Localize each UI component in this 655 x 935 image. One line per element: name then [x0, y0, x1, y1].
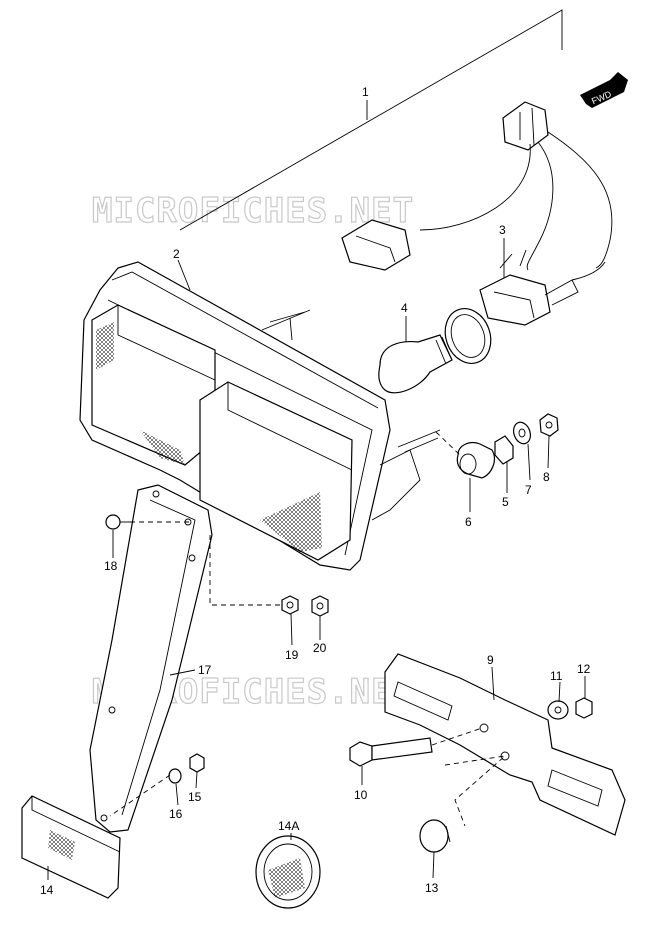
callout-6: 6 [465, 515, 472, 529]
washer-16 [168, 768, 182, 784]
callout-20: 20 [313, 641, 327, 655]
callout-labels: 1 2 3 4 5 6 7 8 9 10 11 12 13 14 14A 15 … [40, 85, 591, 897]
assembly-bracket [179, 9, 563, 231]
callout-16: 16 [169, 807, 183, 821]
callout-14a: 14A [278, 819, 299, 833]
wiring-harness [341, 101, 613, 326]
callout-4: 4 [401, 301, 408, 315]
cap [419, 819, 451, 853]
callout-13: 13 [425, 881, 439, 895]
license-bracket [384, 653, 626, 836]
callout-12: 12 [577, 662, 591, 676]
callout-9: 9 [487, 653, 494, 667]
plug [255, 835, 321, 909]
watermark-top: MICROFICHES.NET [92, 191, 414, 231]
nut [539, 413, 559, 437]
fwd-arrow-icon: FWD [580, 72, 628, 108]
callout-2: 2 [173, 247, 180, 261]
assembly-lines [109, 431, 507, 827]
bulb [378, 308, 492, 394]
leader-lines [47, 100, 586, 880]
callout-7: 7 [525, 483, 532, 497]
nut-20 [311, 595, 329, 617]
callout-14: 14 [40, 883, 54, 897]
callout-3: 3 [499, 223, 506, 237]
nut-19 [281, 595, 299, 615]
callout-19: 19 [285, 648, 299, 662]
washer [512, 421, 532, 445]
screw [105, 514, 130, 530]
collar [494, 435, 514, 465]
callout-17: 17 [198, 663, 212, 677]
nut-12 [575, 697, 593, 719]
callout-5: 5 [502, 495, 509, 509]
bolt [349, 737, 433, 767]
callout-8: 8 [543, 470, 550, 484]
taillight-housing [79, 261, 441, 571]
washer-11 [547, 700, 569, 720]
callout-18: 18 [104, 559, 118, 573]
grommet [456, 442, 495, 479]
reflector [21, 795, 121, 899]
callout-1: 1 [362, 85, 369, 99]
callout-10: 10 [354, 788, 368, 802]
rear-bracket [89, 484, 213, 833]
callout-15: 15 [188, 790, 202, 804]
nut-15 [189, 753, 205, 773]
callout-11: 11 [550, 669, 563, 683]
